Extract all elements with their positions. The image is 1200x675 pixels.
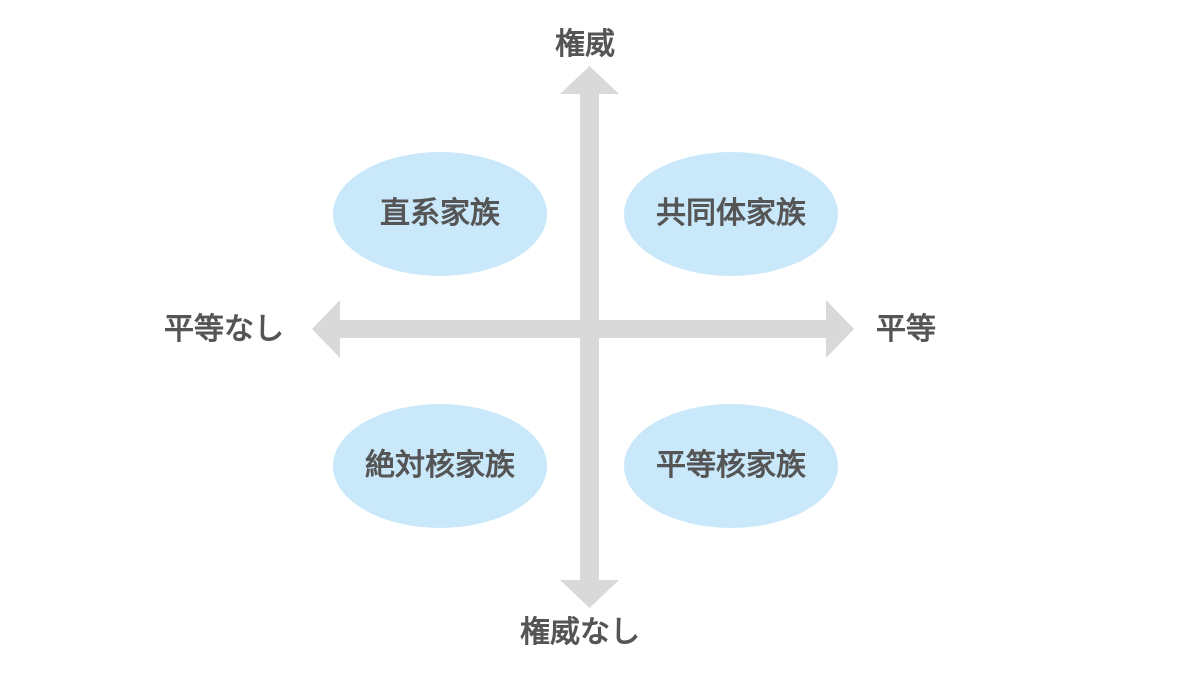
quadrant-top-right: 共同体家族	[624, 152, 838, 276]
quadrant-bottom-right: 平等核家族	[624, 404, 838, 528]
quadrant-label-bottom-left: 絶対核家族	[365, 448, 515, 483]
quadrant-label-top-left: 直系家族	[380, 196, 500, 231]
up-arrowhead	[560, 66, 619, 94]
quadrant-label-bottom-right: 平等核家族	[656, 448, 806, 483]
left-arrowhead	[312, 300, 340, 358]
vertical-axis-bar	[580, 92, 599, 582]
down-arrowhead	[560, 580, 619, 608]
quadrant-bottom-left: 絶対核家族	[333, 404, 547, 528]
axis-label-left: 平等なし	[164, 312, 284, 347]
quadrant-top-left: 直系家族	[333, 152, 547, 276]
axis-label-top: 権威	[555, 27, 615, 62]
quadrant-label-top-right: 共同体家族	[656, 196, 806, 231]
right-arrowhead	[826, 300, 854, 358]
axis-label-right: 平等	[876, 312, 936, 347]
axis-label-bottom: 権威なし	[520, 615, 640, 650]
